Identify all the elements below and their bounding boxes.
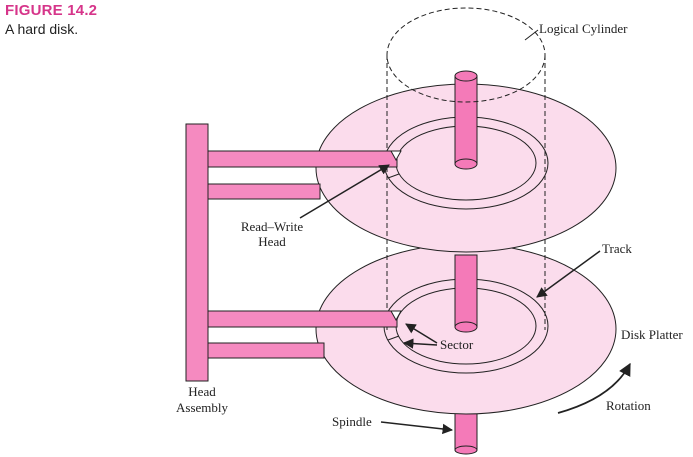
rotation-arrow — [557, 362, 631, 414]
figure-title: A hard disk. — [5, 21, 79, 37]
logical-cylinder — [386, 7, 546, 330]
arm-lower-2 — [207, 342, 325, 359]
rotation-label: Rotation — [606, 398, 651, 413]
spindle-label: Spindle — [332, 414, 372, 429]
track-label: Track — [602, 241, 632, 256]
spindle-middle-cap — [454, 321, 478, 333]
spindle-middle — [454, 254, 478, 328]
sector-arrow-2 — [402, 338, 438, 349]
head-assembly — [185, 123, 398, 382]
logical-cylinder-leader — [524, 29, 539, 41]
read-write-arrow — [299, 164, 390, 219]
sector-label: Sector — [440, 337, 474, 352]
sector-arrow — [405, 323, 438, 344]
arm-upper-1 — [207, 150, 398, 168]
read-write-head-upper — [390, 150, 402, 162]
arm-lower-1 — [207, 310, 398, 328]
disk-platter-label: Disk Platter — [621, 327, 683, 342]
spindle-top-cap — [454, 70, 478, 82]
read-write-label-line1: Read–Write — [241, 219, 304, 234]
spindle-arrow — [380, 421, 454, 435]
spindle-top — [454, 75, 478, 165]
arm-upper-2 — [207, 183, 321, 200]
head-assembly-label-line1: Head — [188, 384, 216, 399]
read-write-head-lower — [390, 310, 402, 322]
head-assembly-label-line2: Assembly — [176, 400, 229, 415]
figure-caption: FIGURE 14.2 A hard disk. — [5, 2, 97, 38]
spindle-bottom — [454, 411, 478, 451]
figure-number: FIGURE 14.2 — [5, 2, 98, 19]
track-arrow — [536, 250, 601, 298]
spindle-bottom-cap — [454, 445, 478, 455]
logical-cylinder-label: Logical Cylinder — [539, 21, 628, 36]
spindle-top-base — [454, 158, 478, 170]
read-write-label-line2: Head — [258, 234, 286, 249]
